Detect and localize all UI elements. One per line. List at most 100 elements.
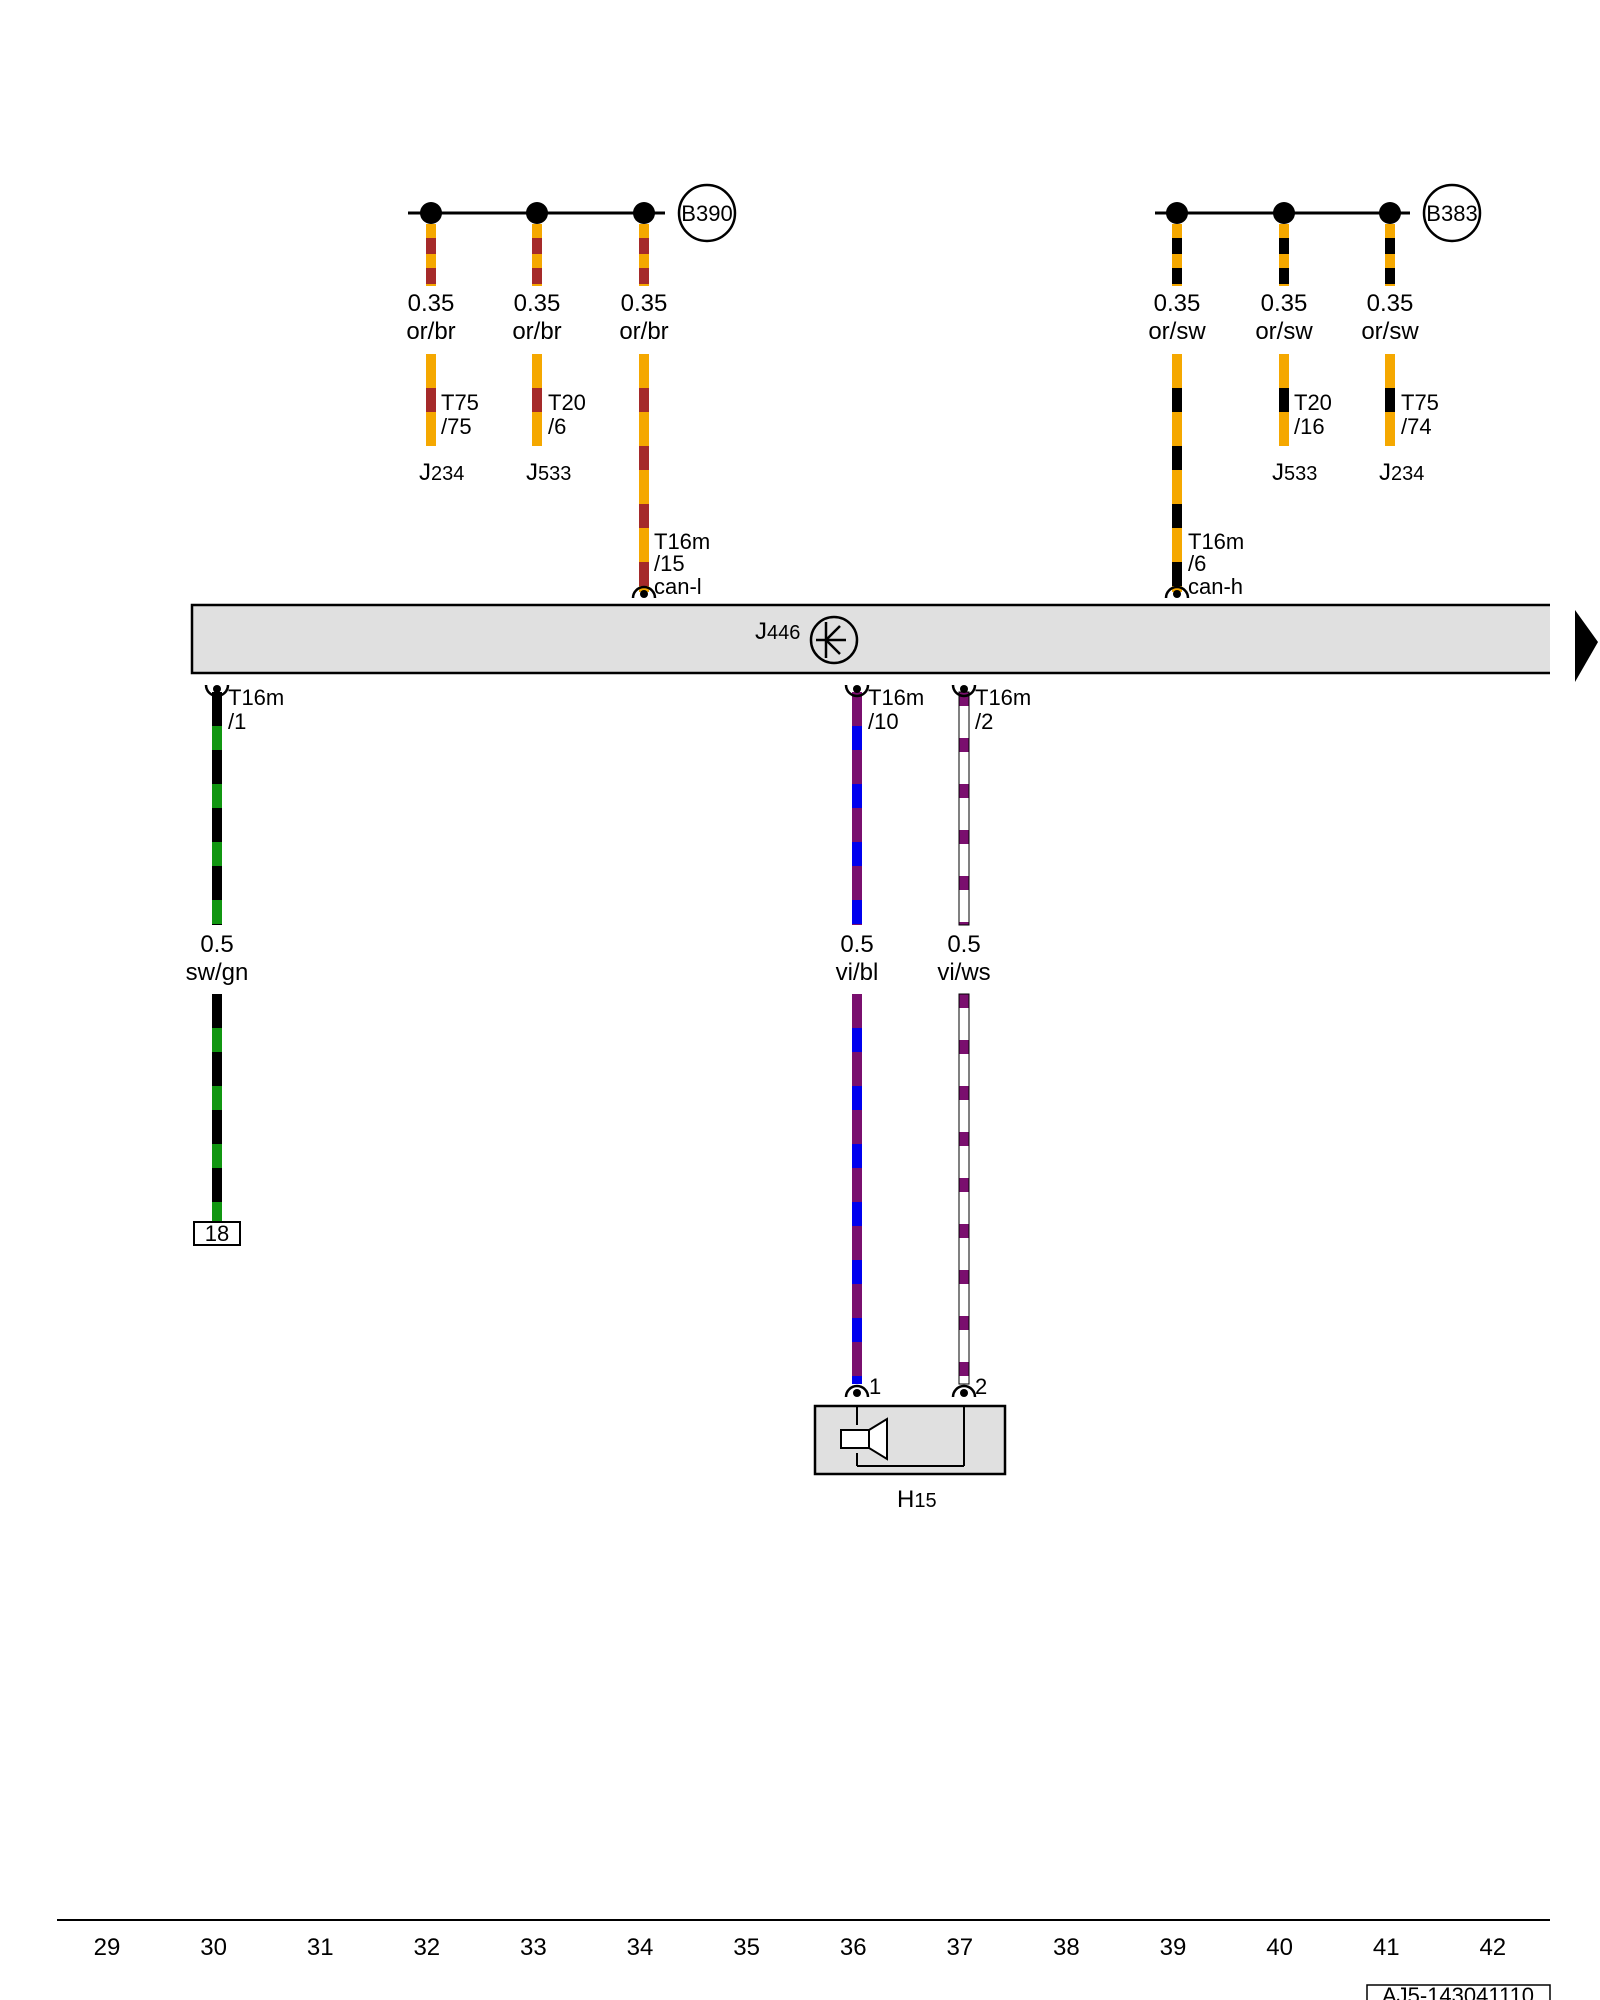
wire-gauge: 0.35 [514,290,561,317]
wire-stripe [212,1086,222,1110]
wire-stripe [639,562,649,586]
control-unit-icon [809,615,859,665]
wire-segment [532,224,542,286]
column-number: 34 [627,1934,654,1961]
wire-stripe [852,1144,862,1168]
pin-connector-label: T16m [654,529,710,554]
speaker-h15-label: H15 [897,1486,937,1513]
wire-stripe [1172,388,1182,412]
pin-number-label: /6 [1188,551,1206,576]
pin-signal-label: can-h [1188,574,1243,599]
wire-color: vi/bl [836,959,879,986]
pin-number-label: /75 [441,414,472,439]
wire-stripe [959,1054,969,1086]
wire-gauge: 0.5 [200,931,233,958]
column-number: 31 [307,1934,334,1961]
connector-b383-symbol [1422,183,1482,243]
pin-connector-label: T20 [548,390,586,415]
component-label-j234: J234 [419,459,464,486]
component-label-j533: J533 [1272,459,1317,486]
wire-gauge: 0.35 [621,290,668,317]
wire-segment [852,692,862,925]
wire-stripe [212,842,222,866]
connector-symbol [951,684,977,698]
wire-stripe [532,388,542,412]
wire-stripe [959,1376,969,1384]
component-label-j234: J234 [1379,459,1424,486]
wire-color: or/br [619,318,668,345]
page-reference-label: 18 [205,1221,229,1246]
wire-color: or/br [512,318,561,345]
wire-stripe [959,1238,969,1270]
wire-stripe [959,752,969,784]
wire-stripe [1172,238,1182,254]
column-number: 35 [733,1934,760,1961]
connector-symbol [204,684,230,698]
wire-stripe [639,388,649,412]
splice-point [633,202,655,224]
wire-gauge: 0.35 [1261,290,1308,317]
wire-stripe [959,1330,969,1362]
wire-stripe [852,784,862,808]
wire-color: or/sw [1148,318,1206,345]
wire-stripe [852,726,862,750]
can-pin-labels: T16m /15 can-l T16m /6 can-h [654,529,1244,599]
speaker-icon [840,1417,888,1461]
speaker-h15: H15 [813,1404,1007,1513]
splice-point [420,202,442,224]
wire-segment [1172,224,1182,286]
column-number: 29 [94,1934,121,1961]
wire-stripe [639,238,649,254]
wire-color: vi/ws [937,959,990,986]
wire-stripe [1279,268,1289,284]
wire-stripe [1279,388,1289,412]
wire-segment [639,224,649,286]
wire-stripe [212,1202,222,1222]
wire-stripe [1172,562,1182,586]
bus-b390: B390 [408,183,737,243]
wire-stripe [212,900,222,924]
wire-stripe [639,446,649,470]
wire-label-group: 0.35 or/sw 0.35 or/sw 0.35 or/sw [1148,290,1419,345]
component-label-group: J234 J533 J533 J234 [419,459,1424,486]
pin-number-label: /1 [228,709,246,734]
column-number: 36 [840,1934,867,1961]
wire-segment [1172,354,1182,592]
wire-stripe [959,890,969,922]
wire-stripe [1172,268,1182,284]
module-j446-box [190,603,1550,675]
module-j446-label: J446 [755,618,800,645]
wire-stripe [426,388,436,412]
wire-stripe [959,1284,969,1316]
wire-stripe [212,726,222,750]
connector-symbol [631,585,657,599]
wire-stripe [639,504,649,528]
connector-b383-label: B383 [1426,201,1477,226]
wire-segment [959,994,969,1384]
speaker-pin-label: 1 [869,1374,881,1399]
wire-gauge: 0.5 [947,931,980,958]
column-number: 42 [1479,1934,1506,1961]
wire-stripe [1279,238,1289,254]
wire-stripe [959,1192,969,1224]
wire-stripe [959,798,969,830]
pin-number-label: /15 [654,551,685,576]
wire-stripe [852,1260,862,1284]
wire-stripe [532,268,542,284]
wire-segment [1279,224,1289,286]
splice-point [1379,202,1401,224]
wire-stripe [959,1146,969,1178]
connector-symbol [844,1384,870,1398]
column-number: 32 [413,1934,440,1961]
wire-stripe [1385,388,1395,412]
wire-gauge: 0.35 [408,290,455,317]
wire-outline [958,993,970,1385]
connector-symbol [1164,585,1190,599]
wire-gauge: 0.35 [1154,290,1201,317]
wire-segment [1385,224,1395,286]
wire-gauge: 0.5 [840,931,873,958]
column-number: 30 [200,1934,227,1961]
pin-connector-label: T75 [1401,390,1439,415]
wire-gauge: 0.35 [1367,290,1414,317]
